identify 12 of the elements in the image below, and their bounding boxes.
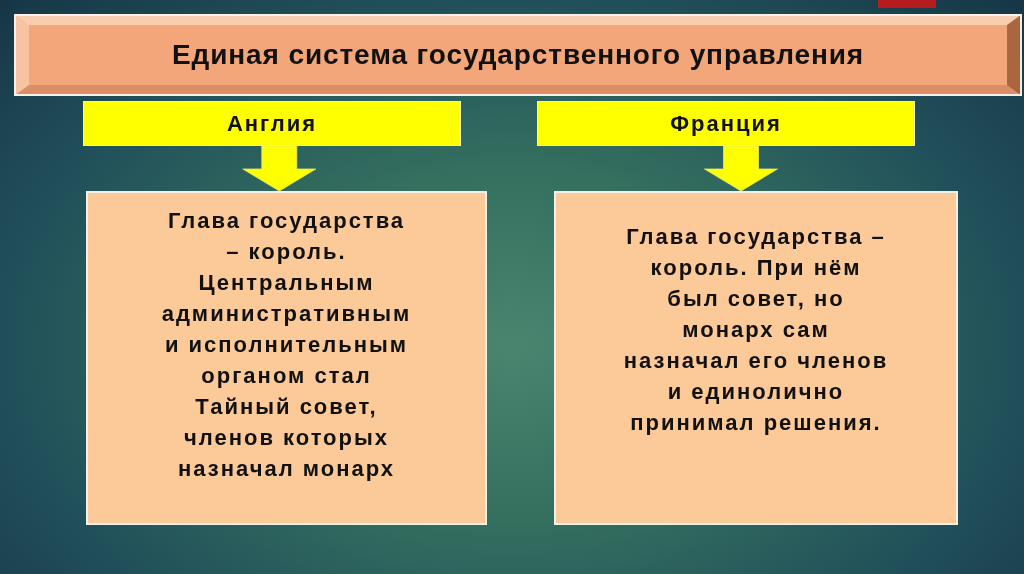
text-card xyxy=(86,191,487,525)
heading-text: Англия xyxy=(226,110,318,137)
text-card xyxy=(554,191,958,525)
arrow xyxy=(242,145,317,192)
label-bar xyxy=(537,101,915,146)
body-text: Глава государства – король. При нём был совет, но монарх сам назначал его членов и единолично принимал решения. xyxy=(623,223,889,437)
body-text: Глава государства – король. Центральным административным и исполнительным органом стал Тайный совет, членов которых назначал монарх xyxy=(160,207,413,483)
heading-text: Франция xyxy=(670,110,782,137)
heading-text: Единая система государственного управления xyxy=(171,39,865,71)
label-bar xyxy=(83,101,461,146)
arrow xyxy=(704,145,778,192)
title-banner xyxy=(14,14,1022,96)
